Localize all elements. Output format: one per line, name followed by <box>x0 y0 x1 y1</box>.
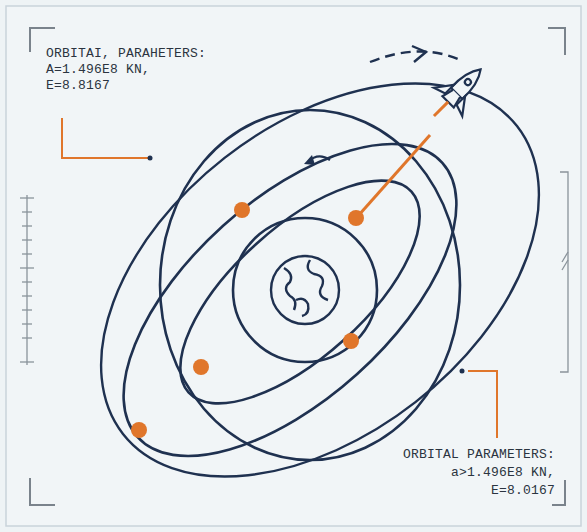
earth <box>271 256 339 324</box>
parameter-label: ORBITAL PARAMETERS: <box>403 447 555 463</box>
parameter-label: ORBITAI, PARAHETERS: <box>46 46 206 62</box>
direction-arrowhead <box>304 155 315 165</box>
orbits <box>28 4 587 532</box>
orbit-dots <box>131 202 364 438</box>
thrust-line <box>358 135 430 216</box>
parameter-label: E=8.0167 <box>491 483 555 499</box>
parameter-label: E=8.8167 <box>46 78 110 94</box>
parameter-label: A=1.496E8 KN, <box>46 62 150 78</box>
leader-end <box>460 369 465 374</box>
leader-lines <box>62 118 497 438</box>
leader-end <box>148 156 153 161</box>
trajectory-arrowhead <box>412 46 426 62</box>
frame <box>6 6 581 526</box>
rocket <box>420 55 495 130</box>
parameter-label: a>1.496E8 KN, <box>451 465 555 481</box>
